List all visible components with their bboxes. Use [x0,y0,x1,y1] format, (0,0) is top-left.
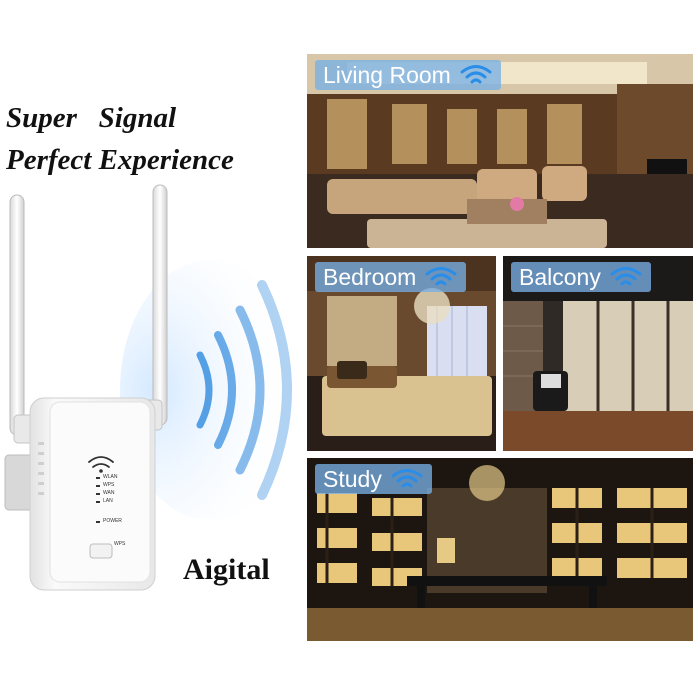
wifi-icon [460,65,492,84]
brand-name: Aigital [183,553,270,586]
room-name-living-room: Living Room [323,61,451,88]
wifi-extender-device: WLAN WPS WAN LAN POWER WPS [0,180,300,610]
wifi-icon [610,267,642,286]
room-name-bedroom: Bedroom [323,263,417,290]
led-label-wan: WAN [103,490,115,496]
power-label: POWER [103,518,122,524]
wifi-icon [425,267,457,286]
room-name-study: Study [323,465,382,492]
tagline-line-1: Super Signal [6,102,177,134]
photo-living-room: Living Room [307,54,693,248]
photo-study: Study [307,458,693,641]
wifi-icon [391,469,423,488]
room-label-balcony: Balcony [511,262,651,292]
led-label-wps: WPS [103,482,115,488]
photo-bedroom: Bedroom [307,256,496,451]
led-label-wlan: WLAN [103,474,118,480]
room-label-living-room: Living Room [315,60,501,90]
signal-waves [196,280,292,500]
wps-button-label: WPS [114,541,126,547]
tagline-line-2: Perfect Experience [6,144,234,176]
room-name-balcony: Balcony [519,263,601,290]
room-label-study: Study [315,464,432,494]
room-label-bedroom: Bedroom [315,262,467,292]
photo-balcony: Balcony [503,256,693,451]
led-label-lan: LAN [103,498,113,504]
